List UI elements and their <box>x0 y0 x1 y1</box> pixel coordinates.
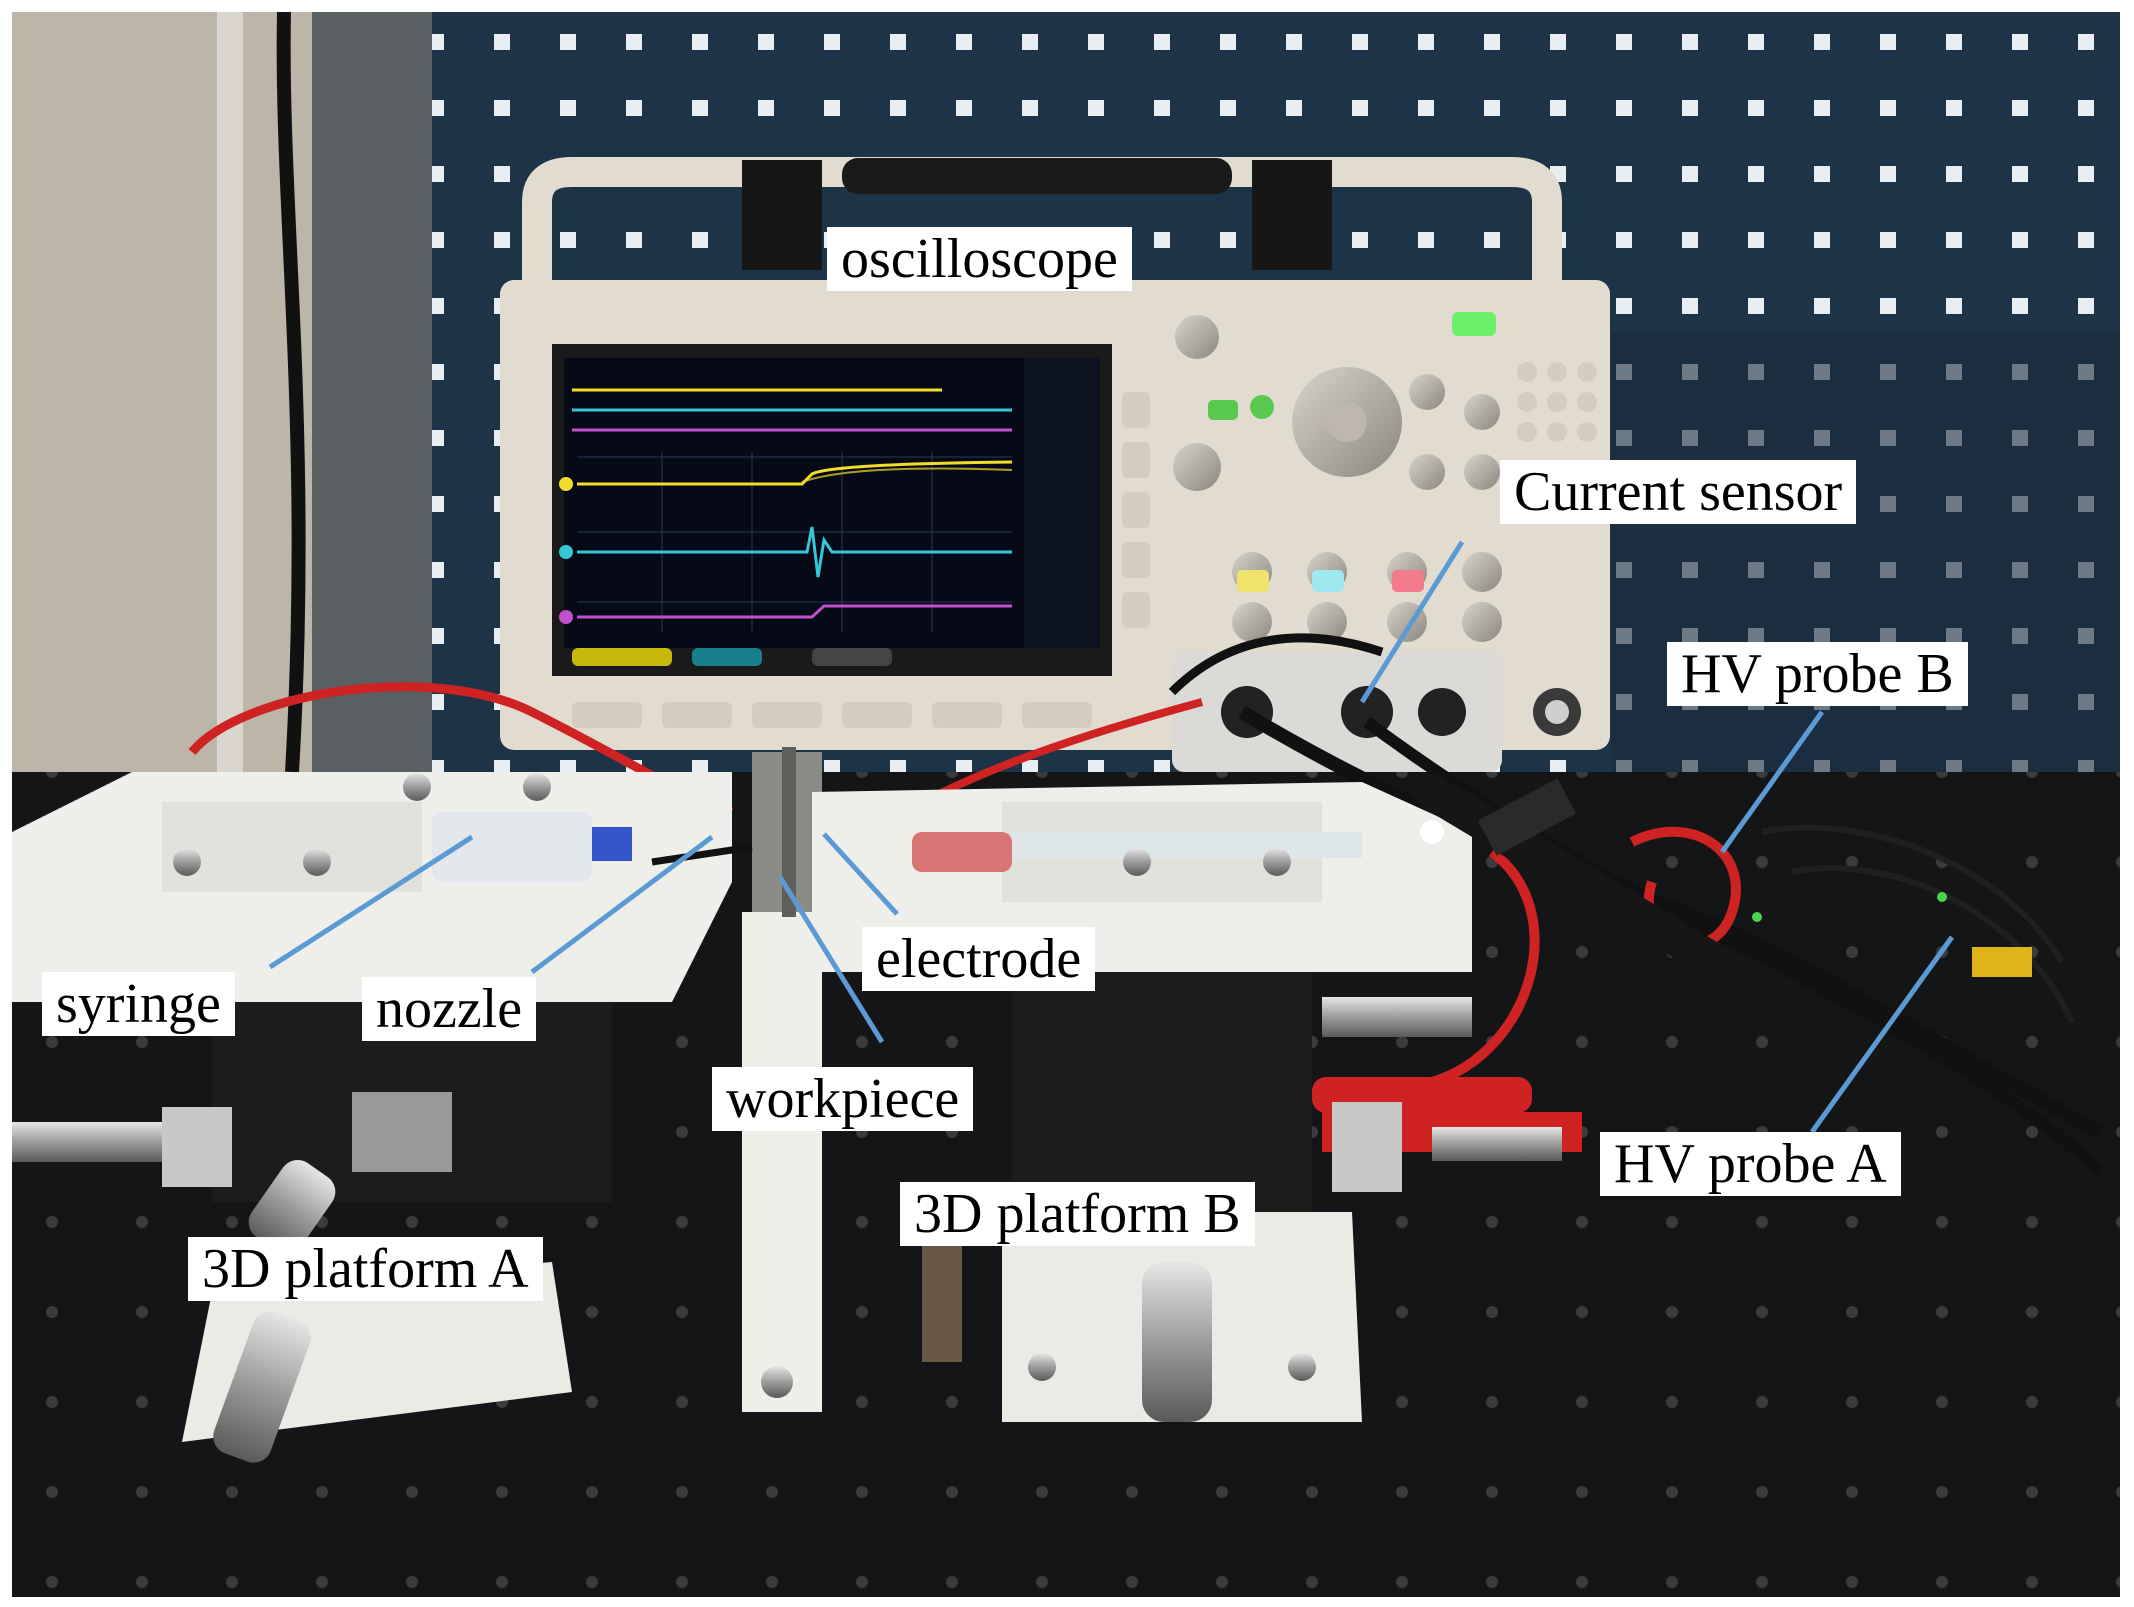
label-hv-probe-b: HV probe B <box>1667 642 1968 706</box>
label-workpiece: workpiece <box>712 1067 974 1131</box>
label-electrode: electrode <box>862 927 1096 991</box>
label-syringe: syringe <box>42 972 235 1036</box>
label-3d-platform-b: 3D platform B <box>900 1182 1255 1246</box>
label-hv-probe-a: HV probe A <box>1600 1132 1901 1196</box>
photo-scene: oscilloscope Current sensor HV probe B s… <box>12 12 2120 1597</box>
label-3d-platform-a: 3D platform A <box>188 1237 543 1301</box>
label-oscilloscope: oscilloscope <box>827 227 1132 291</box>
label-current-sensor: Current sensor <box>1500 460 1857 524</box>
label-nozzle: nozzle <box>362 977 537 1041</box>
